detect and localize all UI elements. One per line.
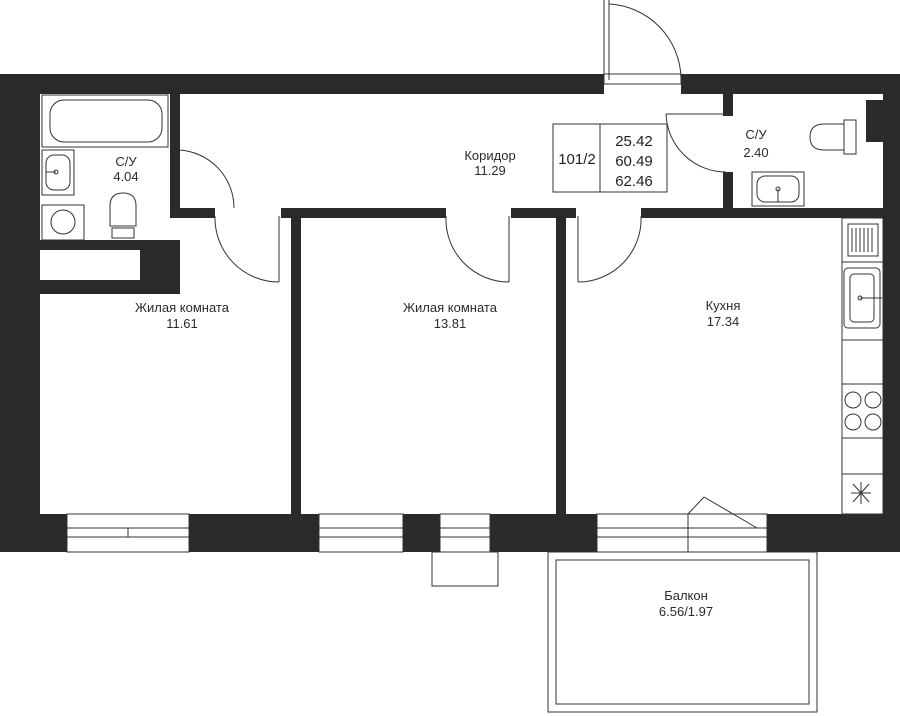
total-area-with-balcony: 62.46	[615, 173, 653, 190]
toilet-icon	[809, 119, 857, 155]
living-area: 25.42	[615, 133, 653, 150]
corridor-name: Коридор	[464, 148, 515, 163]
balcony-name: Балкон	[664, 588, 708, 603]
door-swing-icon	[665, 113, 728, 173]
stove-icon	[844, 391, 882, 431]
kitchen-name: Кухня	[706, 298, 741, 313]
apartment-number: 101/2	[558, 151, 596, 168]
kitchen-counter	[841, 217, 884, 515]
door-swing-icon	[175, 149, 235, 210]
window-icon	[66, 513, 190, 553]
bathroom-left-name: С/У	[115, 154, 137, 169]
corridor-area: 11.29	[474, 163, 506, 178]
door-swing-icon	[577, 215, 642, 283]
fixtures	[41, 94, 884, 515]
window-icon	[596, 496, 768, 553]
balcony-outline	[547, 551, 818, 713]
ventilation-icon	[851, 482, 871, 504]
living-room-1-area: 11.61	[166, 316, 198, 331]
door-swing-icon	[445, 215, 510, 283]
sink-icon	[843, 267, 882, 329]
washing-machine-icon	[41, 204, 85, 241]
bathroom-right-area: 2.40	[743, 145, 768, 160]
door-swing-icon	[603, 0, 682, 85]
balcony-area: 6.56/1.97	[659, 604, 713, 619]
doors	[175, 0, 728, 283]
radiator-icon	[847, 223, 879, 257]
bathroom-right-name: С/У	[745, 127, 767, 142]
window-icon	[318, 513, 404, 553]
bathroom-left-area: 4.04	[113, 169, 138, 184]
area-table: 101/2 25.42 60.49 62.46	[552, 123, 668, 193]
room-labels: С/У 4.04 Коридор 11.29 С/У 2.40 Жилая ко…	[113, 127, 768, 619]
door-swing-icon	[214, 215, 280, 283]
sink-icon	[41, 149, 75, 196]
toilet-icon	[109, 192, 137, 239]
window-icon	[439, 513, 491, 553]
bathtub-icon	[41, 94, 169, 148]
walls	[0, 74, 900, 552]
total-area: 60.49	[615, 153, 653, 170]
kitchen-area: 17.34	[707, 314, 740, 329]
living-room-2-area: 13.81	[434, 316, 467, 331]
windows	[66, 496, 768, 587]
sink-icon	[751, 171, 805, 207]
living-room-1-name: Жилая комната	[135, 300, 230, 315]
living-room-2-name: Жилая комната	[403, 300, 498, 315]
